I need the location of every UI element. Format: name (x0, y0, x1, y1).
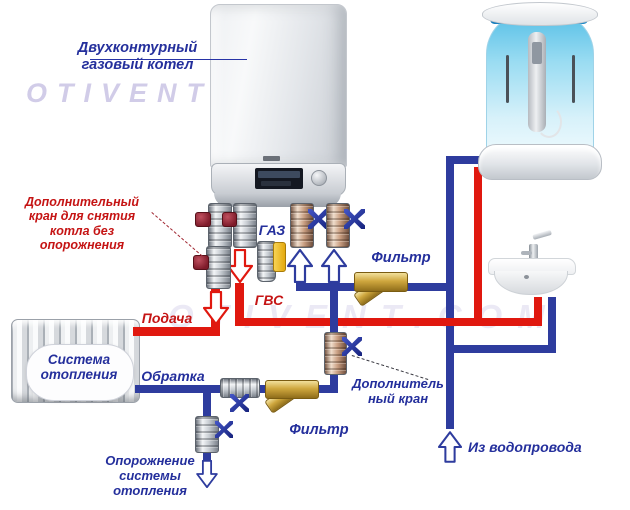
boiler-logo (263, 156, 280, 161)
shower-base-tray (478, 144, 602, 180)
faucet-spout (521, 251, 532, 255)
washbasin-overflow-hole (524, 275, 529, 279)
drain-label: Опорожнение системы отопления (105, 453, 195, 498)
filter-return-label: Фильтр (289, 422, 349, 438)
pipe-return-lower-vertical (330, 369, 338, 391)
boiler-knob (311, 170, 327, 186)
heating-system-callout (26, 344, 134, 401)
additional-valve-label: Дополнитель ный кран (352, 376, 444, 406)
shower-handle-right (572, 55, 575, 103)
shower-control-panel (532, 42, 542, 64)
supply-label: Подача (141, 310, 193, 326)
removal-note-label: Дополнительный кран для снятия котла без… (24, 195, 139, 252)
gas-label: ГАЗ (258, 222, 286, 238)
flow-arrow-return-up-icon (321, 249, 347, 283)
shower-cabin (478, 2, 602, 180)
filter-cold-label: Фильтр (371, 250, 431, 266)
boiler-label: Двухконтурный газовый котел (77, 40, 198, 73)
pipe-dhw-shower-riser (474, 167, 482, 326)
pipe-drain-stub (203, 448, 211, 464)
shower-hose (536, 106, 562, 138)
pipe-dhw-vertical (235, 283, 244, 326)
washbasin (486, 196, 620, 298)
pipe-cold-to-shower (446, 156, 504, 164)
flow-arrow-cold-up-icon (287, 249, 313, 283)
water-inlet-label: Из водопровода (468, 439, 582, 455)
flow-arrow-dhw-down-icon (227, 249, 253, 283)
flow-arrow-drain-down-icon (196, 460, 218, 488)
pipe-cold-main-riser (446, 156, 454, 429)
shower-handle-left (506, 55, 509, 103)
flow-arrow-water-inlet-up-icon (438, 431, 462, 463)
heating-system-label: Система отопления (40, 352, 118, 383)
pipe-heating-supply-horizontal (133, 327, 220, 336)
pipe-cold-to-sink (446, 345, 556, 353)
pipe-cold-sink-riser (548, 297, 556, 349)
pointer-line-boiler (90, 59, 247, 60)
flow-arrow-supply-down-icon (203, 291, 229, 325)
dhw-label: ГВС (254, 292, 284, 308)
boiler-display (255, 168, 303, 189)
washbasin-bowl (494, 271, 568, 295)
pipe-dhw-horizontal (235, 318, 542, 326)
return-label: Обратка (141, 368, 205, 384)
pipe-return-upper-vertical (330, 281, 338, 335)
shower-top-cap (482, 2, 598, 26)
pipe-dhw-sink-riser (534, 297, 542, 326)
faucet-body (529, 244, 538, 262)
gas-boiler (210, 4, 347, 167)
pipe-drain-vertical (203, 393, 211, 420)
faucet-lever (532, 229, 552, 240)
